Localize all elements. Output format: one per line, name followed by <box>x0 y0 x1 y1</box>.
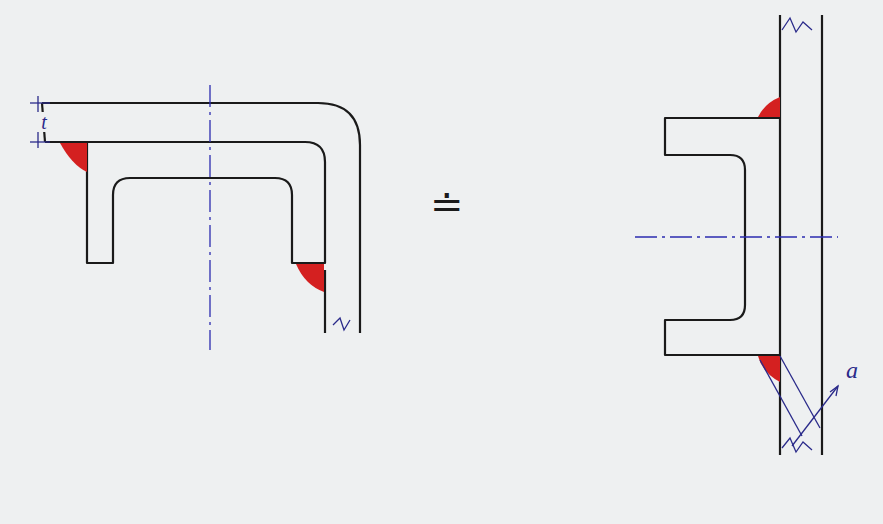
fillet-weld <box>296 264 324 292</box>
bent-plate-inner <box>324 270 326 333</box>
centre-line <box>209 85 210 350</box>
dimension-label: t <box>39 112 49 132</box>
left-figure <box>42 103 360 333</box>
dimension-label: a <box>844 358 860 382</box>
thickness-dimension <box>30 96 50 148</box>
plate-edge <box>821 15 823 455</box>
fillet-weld <box>758 97 780 117</box>
break-mark <box>782 18 812 32</box>
fillet-weld <box>758 356 780 382</box>
plate-edge <box>779 15 781 455</box>
right-figure <box>665 15 822 455</box>
centre-line <box>635 236 838 237</box>
channel-section <box>87 142 325 263</box>
bent-plate-outer <box>42 103 360 333</box>
approx-equal-sign: ≐ <box>428 185 466 225</box>
break-mark <box>333 318 350 330</box>
throat-dimension <box>760 356 838 446</box>
fillet-weld <box>60 143 87 172</box>
bent-plate-inner <box>45 141 87 143</box>
